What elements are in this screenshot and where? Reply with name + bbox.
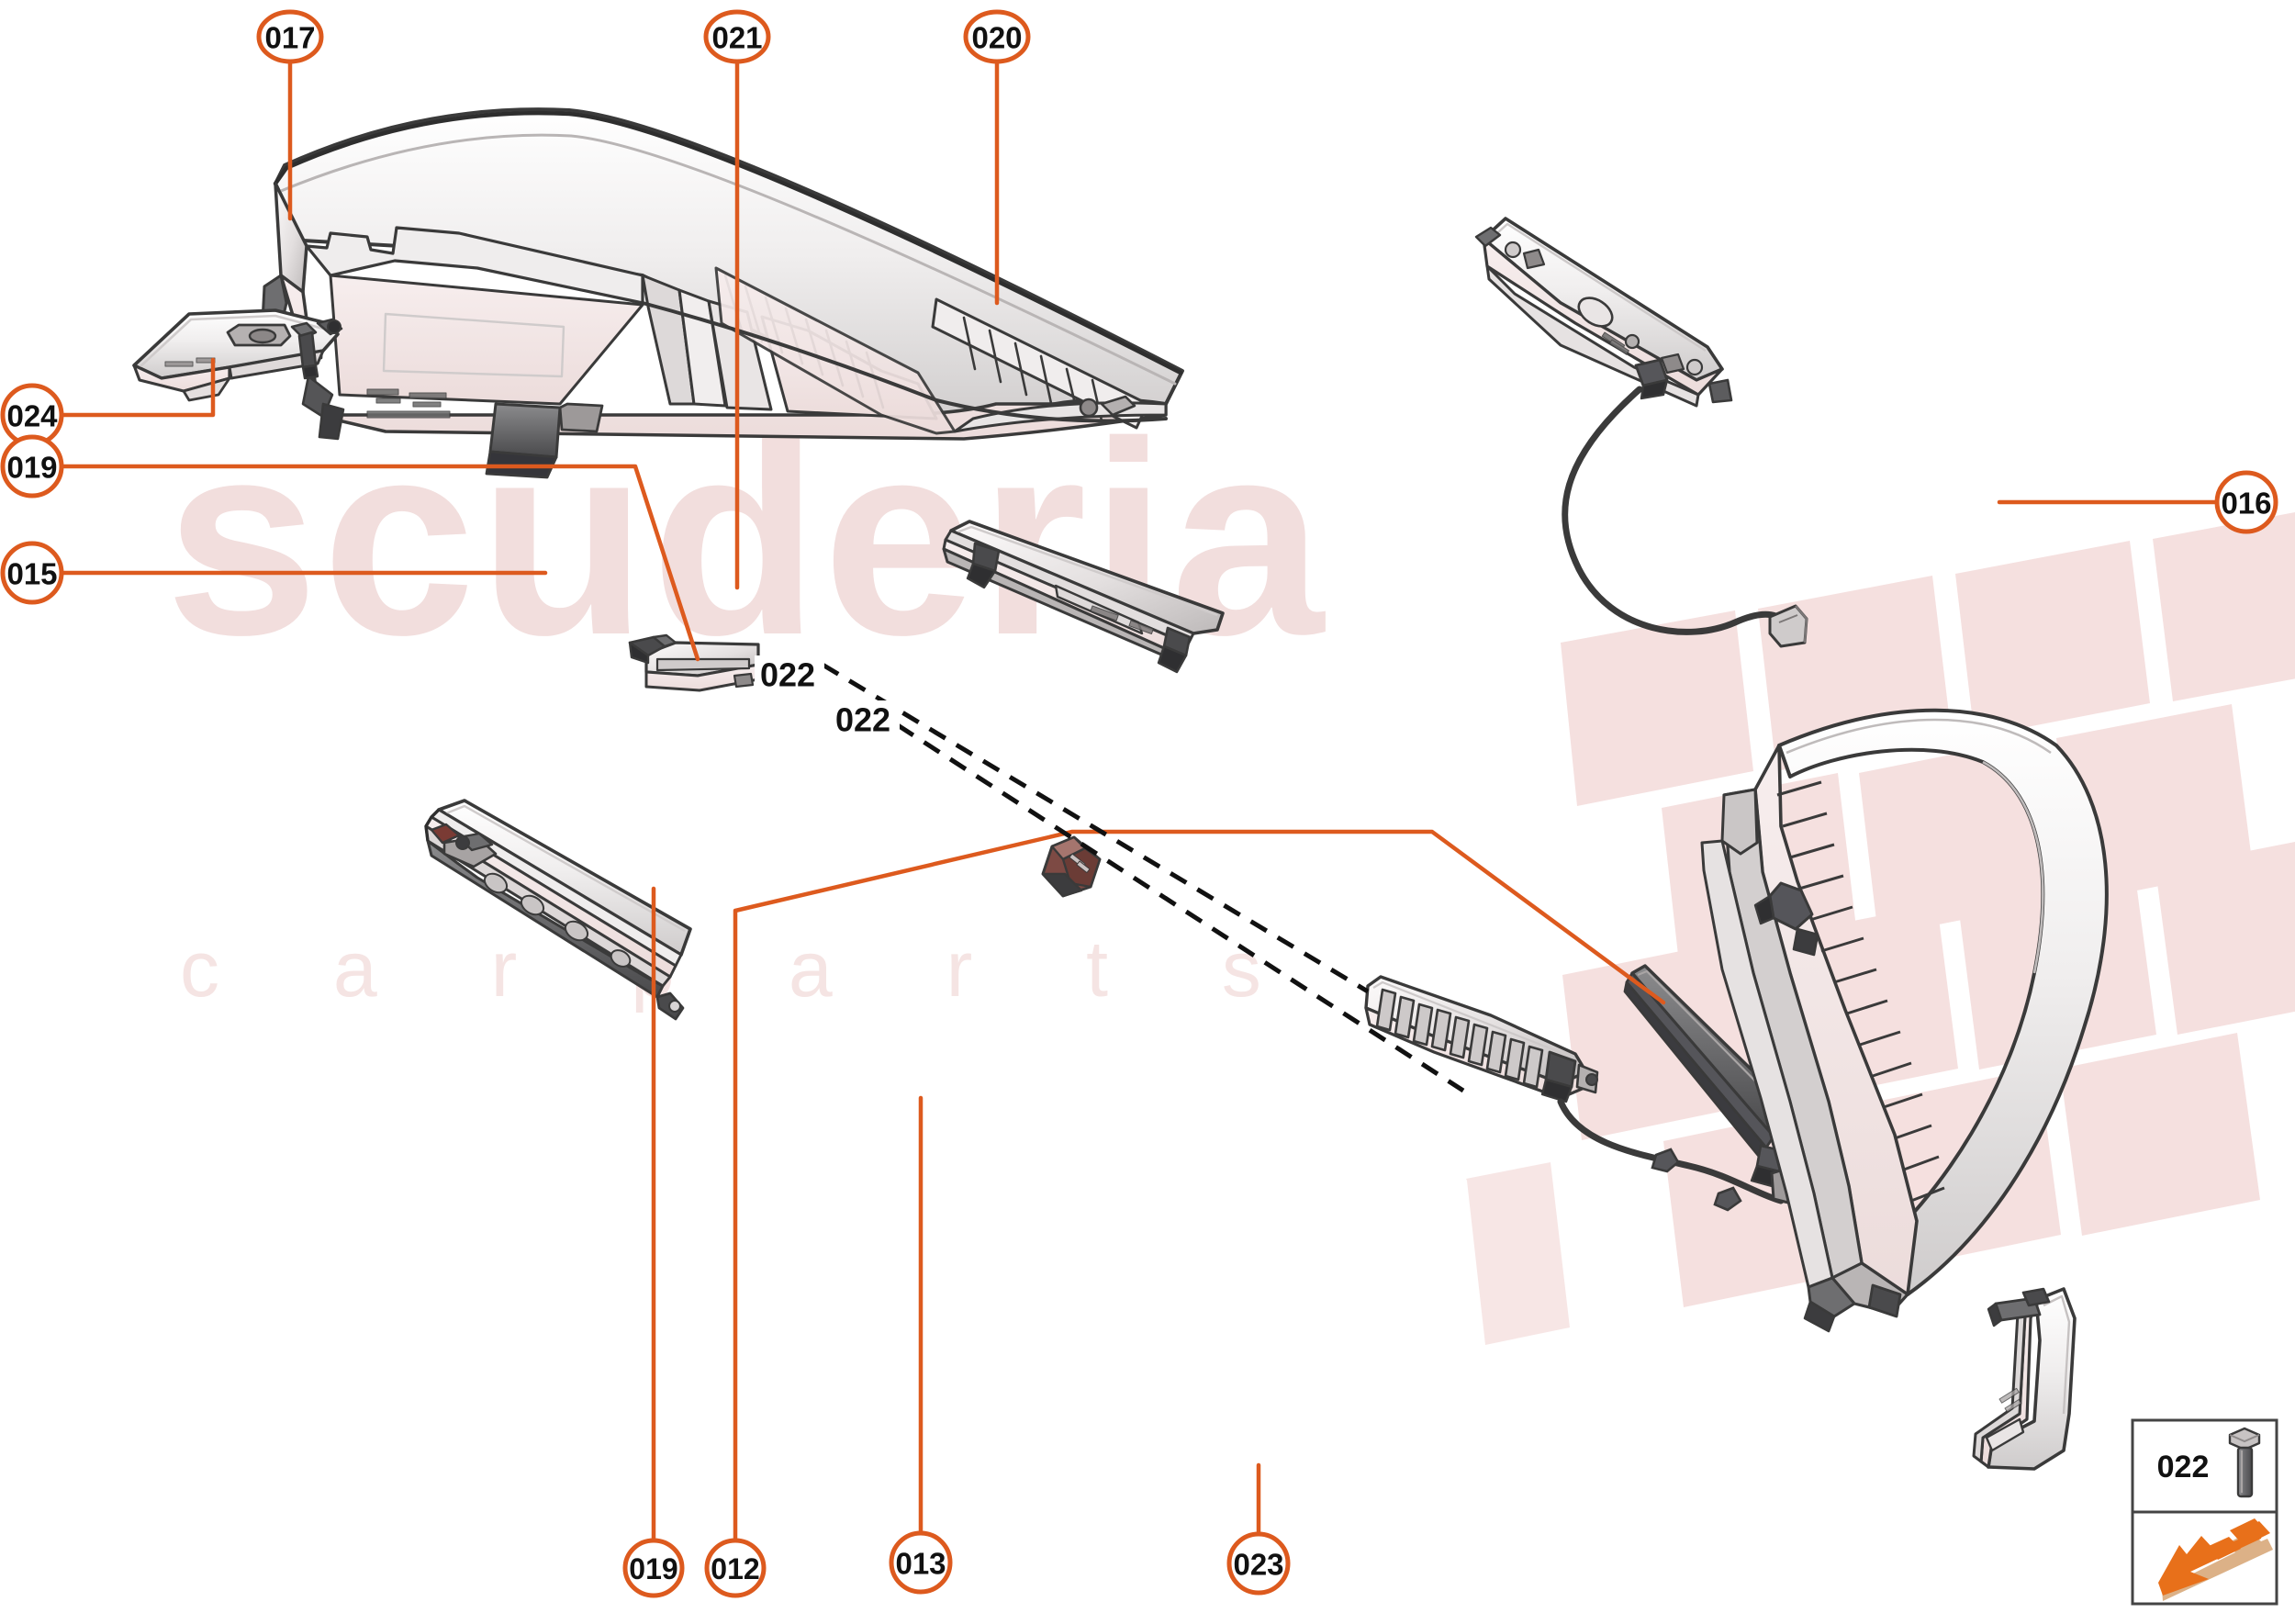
callout-label-020: 020 xyxy=(971,21,1022,55)
dash-label-022-b-text: 022 xyxy=(835,701,890,739)
dash-label-022-b: 022 xyxy=(830,700,900,739)
callout-label-024: 024 xyxy=(6,399,58,433)
callout-bubble-021[interactable]: 021 xyxy=(703,9,771,64)
callout-label-012: 012 xyxy=(711,1552,759,1585)
legend-part-number: 022 xyxy=(2157,1450,2210,1484)
callout-bubble-020[interactable]: 020 xyxy=(963,9,1031,64)
bolt-icon xyxy=(2228,1427,2261,1498)
callout-bubble-016[interactable]: 016 xyxy=(2214,470,2278,534)
part-017-rear-light-housing-large xyxy=(261,107,1184,479)
part-023-bracket-support xyxy=(1972,1287,2077,1471)
part-016-rear-light-cluster-right xyxy=(1700,708,2109,1333)
dash-label-022-a-text: 022 xyxy=(760,656,815,694)
part-024-side-marker-lamp xyxy=(132,308,343,402)
callout-label-015: 015 xyxy=(6,557,57,591)
part-020-licence-plate-lamp xyxy=(1474,217,1733,408)
legend-box: 022 xyxy=(2131,1418,2278,1606)
leader-024 xyxy=(59,357,216,418)
leader-019-upper xyxy=(59,464,700,662)
callout-bubble-017[interactable]: 017 xyxy=(256,9,324,64)
callout-label-019-upper: 019 xyxy=(6,451,57,485)
part-013-led-module xyxy=(1364,975,1599,1103)
part-019-fuse-connector xyxy=(1041,835,1102,898)
part-019-bulb-holder-clip xyxy=(628,633,760,692)
part-020-harness-cable xyxy=(1562,386,1808,648)
orange-arrow-icon xyxy=(2158,1518,2273,1601)
part-015-light-strip-assembly xyxy=(424,799,692,1021)
dash-label-022-a: 022 xyxy=(755,655,824,694)
callout-bubble-012[interactable]: 012 xyxy=(704,1538,767,1598)
dashed-leader-022-b xyxy=(896,722,1465,1093)
leader-012 xyxy=(733,829,1666,1543)
part-021-lens-bar xyxy=(942,520,1225,674)
callout-bubble-019-lower[interactable]: 019 xyxy=(622,1538,685,1598)
callout-label-023: 023 xyxy=(1233,1548,1283,1582)
callout-bubble-019-upper[interactable]: 019 xyxy=(0,434,64,498)
callout-bubble-013[interactable]: 013 xyxy=(889,1530,953,1595)
callout-label-016: 016 xyxy=(2221,487,2271,521)
watermark-tagline: c a r p a r t s xyxy=(180,925,1307,1014)
callout-label-013: 013 xyxy=(895,1547,946,1581)
callout-leader-lines xyxy=(59,60,2220,1543)
dashed-leader-022-a xyxy=(821,662,1370,994)
callout-bubble-023[interactable]: 023 xyxy=(1226,1531,1291,1596)
dashed-leader-lines xyxy=(821,662,1465,1093)
callout-label-017: 017 xyxy=(264,21,315,55)
callout-label-021: 021 xyxy=(711,21,762,55)
callout-label-019-lower: 019 xyxy=(629,1552,677,1585)
callout-bubble-015[interactable]: 015 xyxy=(0,541,64,605)
